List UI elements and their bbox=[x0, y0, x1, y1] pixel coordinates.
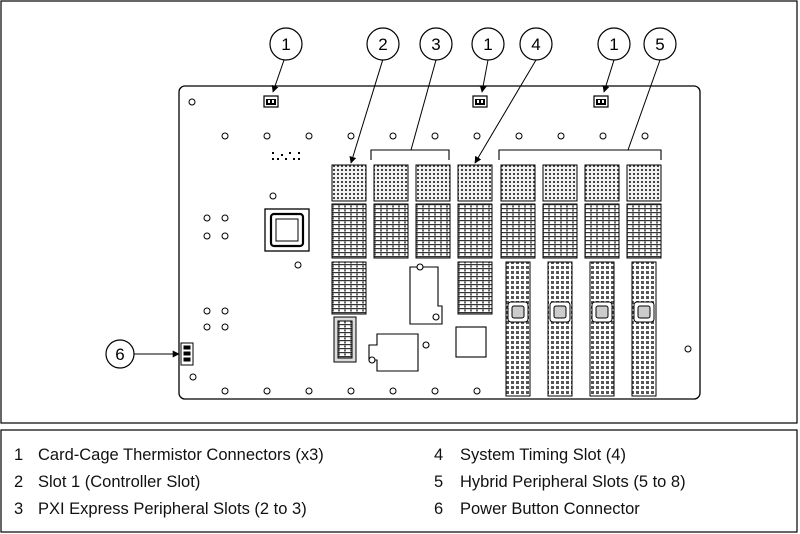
legend-item-3-number: 3 bbox=[14, 500, 24, 518]
controller-chip bbox=[264, 208, 310, 252]
diagram-frame bbox=[0, 0, 798, 424]
power-connector-block bbox=[333, 316, 357, 363]
legend-item-5-text: Hybrid Peripheral Slots (5 to 8) bbox=[460, 473, 686, 491]
legend-item-4-text: System Timing Slot (4) bbox=[460, 446, 626, 464]
callout-circles bbox=[105, 27, 677, 369]
pxi-express-slot-3 bbox=[415, 164, 451, 259]
legend-item-2-number: 2 bbox=[14, 473, 24, 491]
power-button-connector bbox=[180, 342, 194, 366]
leader-lines bbox=[131, 58, 661, 358]
bracket-plate-upper bbox=[409, 263, 443, 325]
hybrid-slot-6 bbox=[542, 164, 578, 397]
legend-item-1-number: 1 bbox=[14, 446, 24, 464]
hybrid-slot-7 bbox=[584, 164, 620, 397]
pxi-express-slot-2 bbox=[373, 164, 409, 259]
callout-5: 5 bbox=[655, 35, 664, 54]
callout-labels: 1 2 3 1 4 1 5 6 bbox=[115, 35, 664, 364]
legend-item-6-number: 6 bbox=[434, 500, 444, 518]
slot-1-connectors bbox=[331, 164, 367, 315]
hybrid-slot-8 bbox=[626, 164, 662, 397]
thermistor-connector-1 bbox=[263, 95, 279, 108]
legend-item-4-number: 4 bbox=[434, 446, 444, 464]
callout-6: 6 bbox=[115, 345, 124, 364]
hybrid-slot-5 bbox=[500, 164, 536, 397]
callout-1-a: 1 bbox=[281, 35, 290, 54]
callout-2: 2 bbox=[378, 35, 387, 54]
callout-1-b: 1 bbox=[483, 35, 492, 54]
callout-1-c: 1 bbox=[609, 35, 618, 54]
legend-item-2-text: Slot 1 (Controller Slot) bbox=[38, 473, 201, 491]
square-component bbox=[455, 326, 487, 358]
callout-4: 4 bbox=[531, 35, 540, 54]
callout-3: 3 bbox=[431, 35, 440, 54]
legend-frame bbox=[0, 429, 798, 533]
bracket-callout-5 bbox=[498, 149, 662, 160]
thermistor-connector-2 bbox=[472, 95, 488, 108]
bracket-callout-3 bbox=[370, 149, 450, 160]
system-timing-slot-4 bbox=[457, 164, 493, 315]
legend-item-3-text: PXI Express Peripheral Slots (2 to 3) bbox=[38, 500, 307, 518]
thermistor-connector-3 bbox=[593, 95, 609, 108]
legend-item-5-number: 5 bbox=[434, 473, 444, 491]
legend-item-1-text: Card-Cage Thermistor Connectors (x3) bbox=[38, 446, 324, 464]
bracket-plate-lower bbox=[368, 333, 430, 372]
board-marking bbox=[272, 152, 300, 160]
legend-item-6-text: Power Button Connector bbox=[460, 500, 640, 518]
